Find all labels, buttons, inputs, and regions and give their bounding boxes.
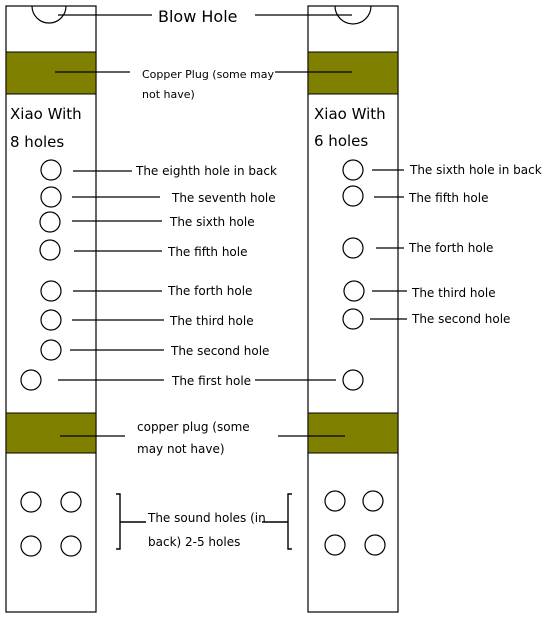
right-hole-label-5: The fifth hole — [408, 191, 489, 205]
left-copper-plug-bottom — [5, 412, 97, 454]
left-hole-1 — [20, 369, 42, 391]
left-hole-5 — [39, 239, 61, 261]
right-sound-hole — [362, 490, 384, 512]
right-hole-label-4: The forth hole — [408, 241, 493, 255]
left-hole-8 — [40, 159, 62, 181]
right-hole-4 — [342, 237, 364, 259]
right-hole-label-6: The sixth hole in back — [409, 163, 542, 177]
right-hole-3 — [343, 280, 365, 302]
left-sound-hole — [20, 535, 42, 557]
left-hole-4 — [40, 280, 62, 302]
right-sound-hole — [364, 534, 386, 556]
left-hole-label-5: The fifth hole — [167, 245, 248, 259]
left-hole-6 — [39, 211, 61, 233]
left-hole-label-7: The seventh hole — [171, 191, 276, 205]
left-hole-pointers — [58, 170, 164, 381]
right-hole-label-3: The third hole — [411, 286, 496, 300]
right-hole-pointers — [370, 169, 407, 320]
left-flute-body — [5, 5, 97, 613]
right-flute — [307, 5, 399, 613]
left-copper-plug-top — [5, 51, 97, 95]
left-hole-7 — [40, 186, 62, 208]
left-flute — [5, 5, 97, 613]
sound-holes-bracket-left — [116, 493, 146, 550]
left-sound-holes — [20, 491, 82, 557]
right-hole-6 — [342, 159, 364, 181]
right-title-line2: 6 holes — [314, 132, 368, 150]
left-sound-hole — [60, 535, 82, 557]
left-title-line1: Xiao With — [10, 105, 82, 123]
left-hole-label-4: The forth hole — [167, 284, 252, 298]
right-hole-2 — [342, 308, 364, 330]
left-sound-hole — [20, 491, 42, 513]
right-hole-5 — [342, 185, 364, 207]
blow-hole-label: Blow Hole — [158, 7, 238, 26]
copper-plug-top-label-line1: Copper Plug (some may — [142, 68, 274, 81]
copper-plug-bottom-label-line1: copper plug (some — [137, 420, 250, 434]
right-hole-1 — [342, 369, 364, 391]
right-sound-hole — [324, 534, 346, 556]
right-copper-plug-top — [307, 51, 399, 95]
left-finger-holes — [20, 159, 62, 391]
left-title-line2: 8 holes — [10, 133, 64, 151]
left-hole-label-3: The third hole — [169, 314, 254, 328]
right-title-line1: Xiao With — [314, 105, 386, 123]
left-hole-2 — [40, 339, 62, 361]
copper-plug-top-label-line2: not have) — [142, 88, 195, 101]
left-hole-label-6: The sixth hole — [169, 215, 255, 229]
left-hole-label-2: The second hole — [170, 344, 269, 358]
right-finger-holes — [342, 159, 365, 391]
right-blow-hole — [334, 5, 372, 25]
left-hole-label-1: The first hole — [171, 374, 251, 388]
sound-holes-label-line2: back) 2-5 holes — [148, 535, 240, 549]
copper-plug-bottom-label-line2: may not have) — [137, 442, 225, 456]
right-sound-holes — [324, 490, 386, 556]
sound-holes-bracket-right — [262, 493, 292, 550]
left-blow-hole — [31, 5, 67, 24]
left-hole-3 — [40, 309, 62, 331]
left-hole-label-8: The eighth hole in back — [135, 164, 277, 178]
sound-holes-label-line1: The sound holes (in — [147, 511, 266, 525]
right-sound-hole — [324, 490, 346, 512]
right-copper-plug-bottom — [307, 412, 399, 454]
right-hole-label-2: The second hole — [411, 312, 510, 326]
left-sound-hole — [60, 491, 82, 513]
